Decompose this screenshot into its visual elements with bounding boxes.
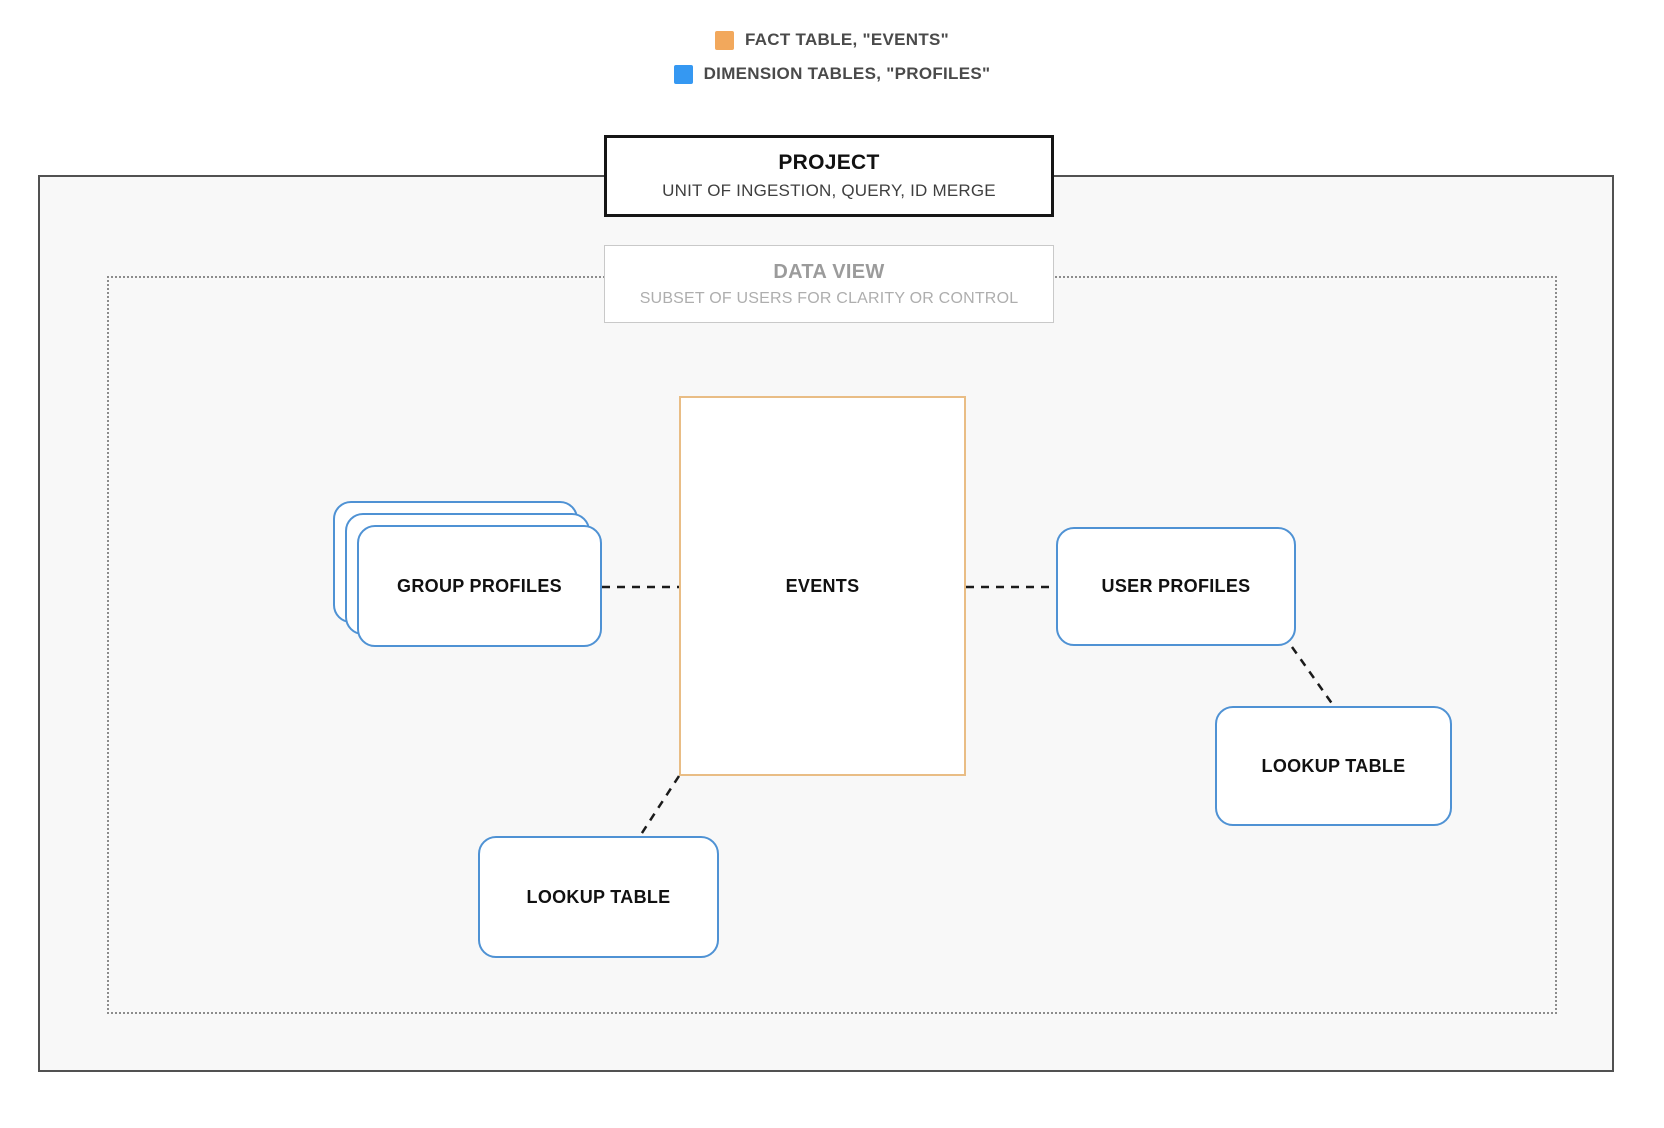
data-view-subtitle: SUBSET OF USERS FOR CLARITY OR CONTROL — [639, 289, 1019, 307]
user-profiles-label: USER PROFILES — [1101, 576, 1251, 596]
user-profiles-node: USER PROFILES — [1056, 527, 1296, 646]
dimension-tables-swatch-icon — [673, 64, 693, 84]
project-box: PROJECT UNIT OF INGESTION, QUERY, ID MER… — [604, 135, 1054, 217]
lookup-table-bottom-label: LOOKUP TABLE — [526, 886, 671, 907]
group-profiles-label: GROUP PROFILES — [397, 575, 562, 596]
lookup-table-right-node: LOOKUP TABLE — [1215, 706, 1452, 826]
legend-item-label: DIMENSION TABLES, "PROFILES" — [703, 64, 991, 83]
group-profiles-node: GROUP PROFILES — [357, 525, 602, 647]
lookup-table-bottom-node: LOOKUP TABLE — [478, 836, 719, 958]
events-node: EVENTS — [679, 396, 966, 776]
legend: FACT TABLE, "EVENTS" DIMENSION TABLES, "… — [0, 30, 1664, 84]
connector-events-lookup-table — [638, 775, 681, 837]
project-subtitle: UNIT OF INGESTION, QUERY, ID MERGE — [662, 181, 996, 200]
fact-table-swatch-icon — [714, 30, 734, 50]
project-title: PROJECT — [778, 151, 880, 174]
data-view-title: DATA VIEW — [773, 260, 885, 283]
legend-item-fact-table: FACT TABLE, "EVENTS" — [714, 30, 950, 50]
legend-item-dimension-tables: DIMENSION TABLES, "PROFILES" — [673, 64, 991, 84]
data-view-box: DATA VIEW SUBSET OF USERS FOR CLARITY OR… — [604, 245, 1054, 323]
legend-item-label: FACT TABLE, "EVENTS" — [744, 30, 950, 49]
connector-user-profiles-lookup-table — [1290, 646, 1335, 706]
events-label: EVENTS — [785, 575, 860, 596]
lookup-table-right-label: LOOKUP TABLE — [1261, 755, 1406, 776]
